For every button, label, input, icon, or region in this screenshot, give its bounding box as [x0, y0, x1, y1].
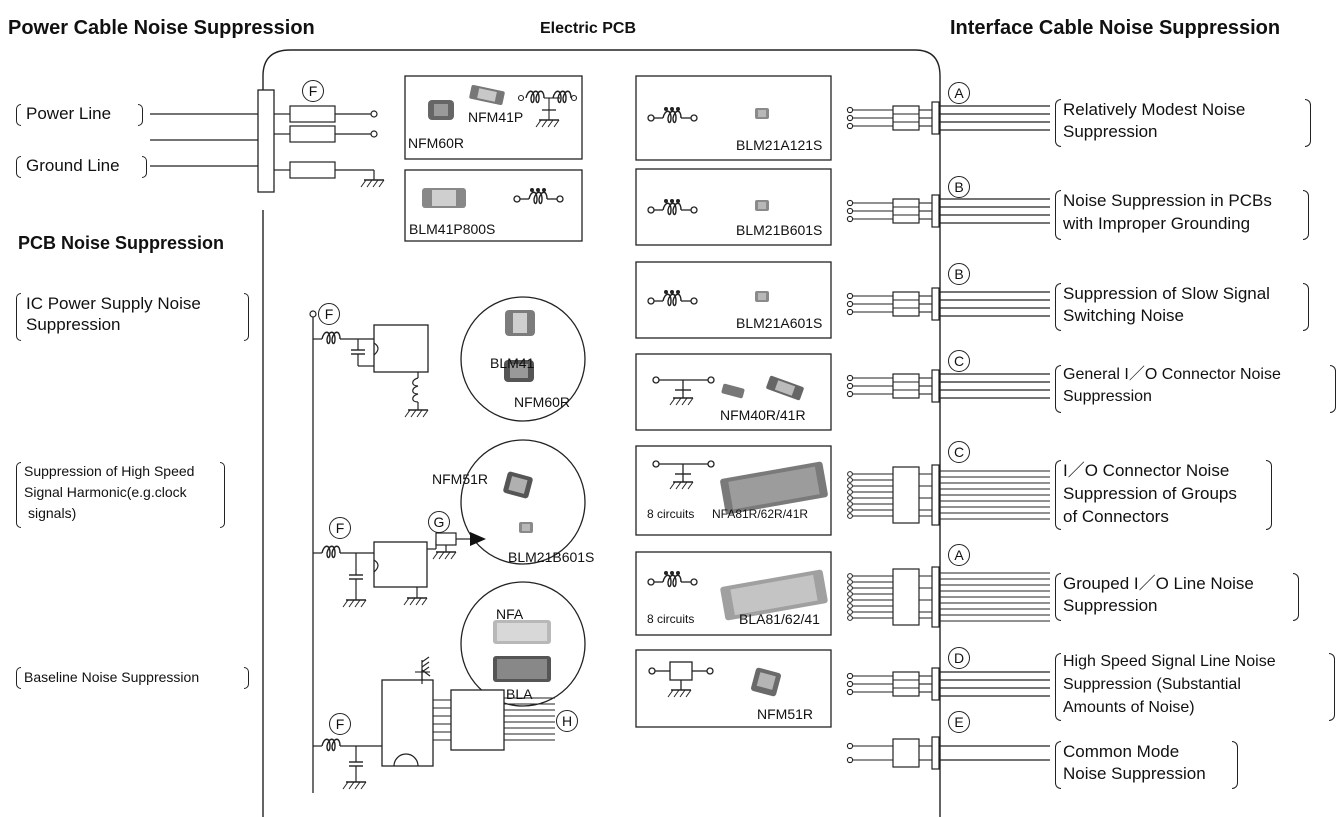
label-grouped-io-1: Grouped I／O Line Noise — [1063, 574, 1254, 593]
marker-h: H — [556, 710, 578, 732]
bracket — [1055, 283, 1061, 331]
label-improper-2: with Improper Grounding — [1063, 214, 1251, 233]
bracket — [16, 156, 21, 178]
label-ground-line: Ground Line — [26, 156, 120, 175]
part-nfm51r: NFM51R — [757, 706, 814, 722]
bracket — [1055, 741, 1061, 789]
bracket — [1329, 653, 1335, 721]
label-grouped-io-2: Suppression — [1063, 596, 1158, 615]
bracket — [244, 293, 249, 341]
label-groups-2: Suppression of Groups — [1063, 484, 1237, 503]
part-blm41: BLM41 — [490, 355, 535, 371]
label-slow-1: Suppression of Slow Signal — [1063, 284, 1270, 303]
label-groups-1: I／O Connector Noise — [1063, 461, 1230, 480]
marker-f: F — [318, 303, 340, 325]
part-nfa81r: NFA81R/62R/41R — [712, 507, 809, 521]
label-high-speed-line-3: Amounts of Noise) — [1063, 699, 1195, 716]
bracket — [16, 293, 21, 341]
bracket — [1055, 460, 1061, 530]
marker-c: C — [948, 350, 970, 372]
label-high-speed-3: signals) — [28, 505, 77, 521]
marker-d: D — [948, 647, 970, 669]
label-baseline: Baseline Noise Suppression — [24, 669, 200, 685]
bracket — [1232, 741, 1238, 789]
part-blm21b601s-circle: BLM21B601S — [508, 549, 595, 565]
marker-c: C — [948, 441, 970, 463]
bracket — [1055, 365, 1061, 413]
label-8-circuits: 8 circuits — [647, 612, 695, 626]
label-high-speed-2: Signal Harmonic(e.g.clock — [24, 484, 187, 500]
marker-b: B — [948, 176, 970, 198]
label-high-speed-1: Suppression of High Speed — [24, 463, 195, 479]
bracket — [1305, 99, 1311, 147]
marker-g: G — [428, 511, 450, 533]
label-ic-power-1: IC Power Supply Noise — [26, 294, 201, 313]
label-slow-2: Switching Noise — [1063, 306, 1184, 325]
bracket — [1055, 190, 1061, 240]
bracket — [1055, 573, 1061, 621]
bracket — [16, 104, 21, 126]
marker-b: B — [948, 263, 970, 285]
label-common-mode-1: Common Mode — [1063, 742, 1180, 761]
part-bla81: BLA81/62/41 — [739, 611, 820, 627]
marker-f: F — [329, 713, 351, 735]
heading-pcb-noise: PCB Noise Suppression — [18, 233, 225, 253]
label-groups-3: of Connectors — [1063, 507, 1169, 526]
part-nfm41p: NFM41P — [468, 109, 524, 125]
marker-f: F — [302, 80, 324, 102]
label-ic-power-2: Suppression — [26, 315, 121, 334]
part-nfa: NFA — [496, 606, 524, 622]
bracket — [220, 462, 225, 528]
label-modest-1: Relatively Modest Noise — [1063, 100, 1246, 119]
marker-f: F — [329, 517, 351, 539]
marker-a: A — [948, 82, 970, 104]
label-high-speed-line-1: High Speed Signal Line Noise — [1063, 653, 1276, 670]
part-nfm40r41r: NFM40R/41R — [720, 407, 806, 423]
bracket — [142, 156, 147, 178]
part-blm21a601s: BLM21A601S — [736, 315, 823, 331]
part-nfm51r-circle: NFM51R — [432, 471, 489, 487]
bracket — [16, 462, 21, 528]
heading-power-cable: Power Cable Noise Suppression — [8, 17, 315, 39]
part-bla: BLA — [506, 686, 533, 702]
heading-interface-cable: Interface Cable Noise Suppression — [950, 17, 1281, 39]
bracket — [244, 667, 249, 689]
bracket — [1266, 460, 1272, 530]
bracket — [16, 667, 21, 689]
bracket — [1303, 190, 1309, 240]
label-modest-2: Suppression — [1063, 122, 1158, 141]
marker-e: E — [948, 711, 970, 733]
bracket — [1055, 99, 1061, 147]
label-power-line: Power Line — [26, 104, 112, 123]
part-nfm60r-circle: NFM60R — [514, 394, 571, 410]
part-blm41p800s: BLM41P800S — [409, 221, 496, 237]
label-improper-1: Noise Suppression in PCBs — [1063, 191, 1272, 210]
bracket — [1303, 283, 1309, 331]
bracket — [138, 104, 143, 126]
bracket — [1293, 573, 1299, 621]
heading-electric-pcb: Electric PCB — [540, 20, 637, 37]
label-general-io-2: Suppression — [1063, 388, 1152, 405]
part-blm21b601s: BLM21B601S — [736, 222, 823, 238]
marker-a: A — [948, 544, 970, 566]
label-8-circuits: 8 circuits — [647, 507, 695, 521]
bracket — [1055, 653, 1061, 721]
label-general-io-1: General I／O Connector Noise — [1063, 366, 1281, 383]
bracket — [1330, 365, 1336, 413]
part-blm21a121s: BLM21A121S — [736, 137, 823, 153]
part-nfm60r: NFM60R — [408, 135, 465, 151]
label-high-speed-line-2: Suppression (Substantial — [1063, 676, 1241, 693]
label-common-mode-2: Noise Suppression — [1063, 764, 1206, 783]
